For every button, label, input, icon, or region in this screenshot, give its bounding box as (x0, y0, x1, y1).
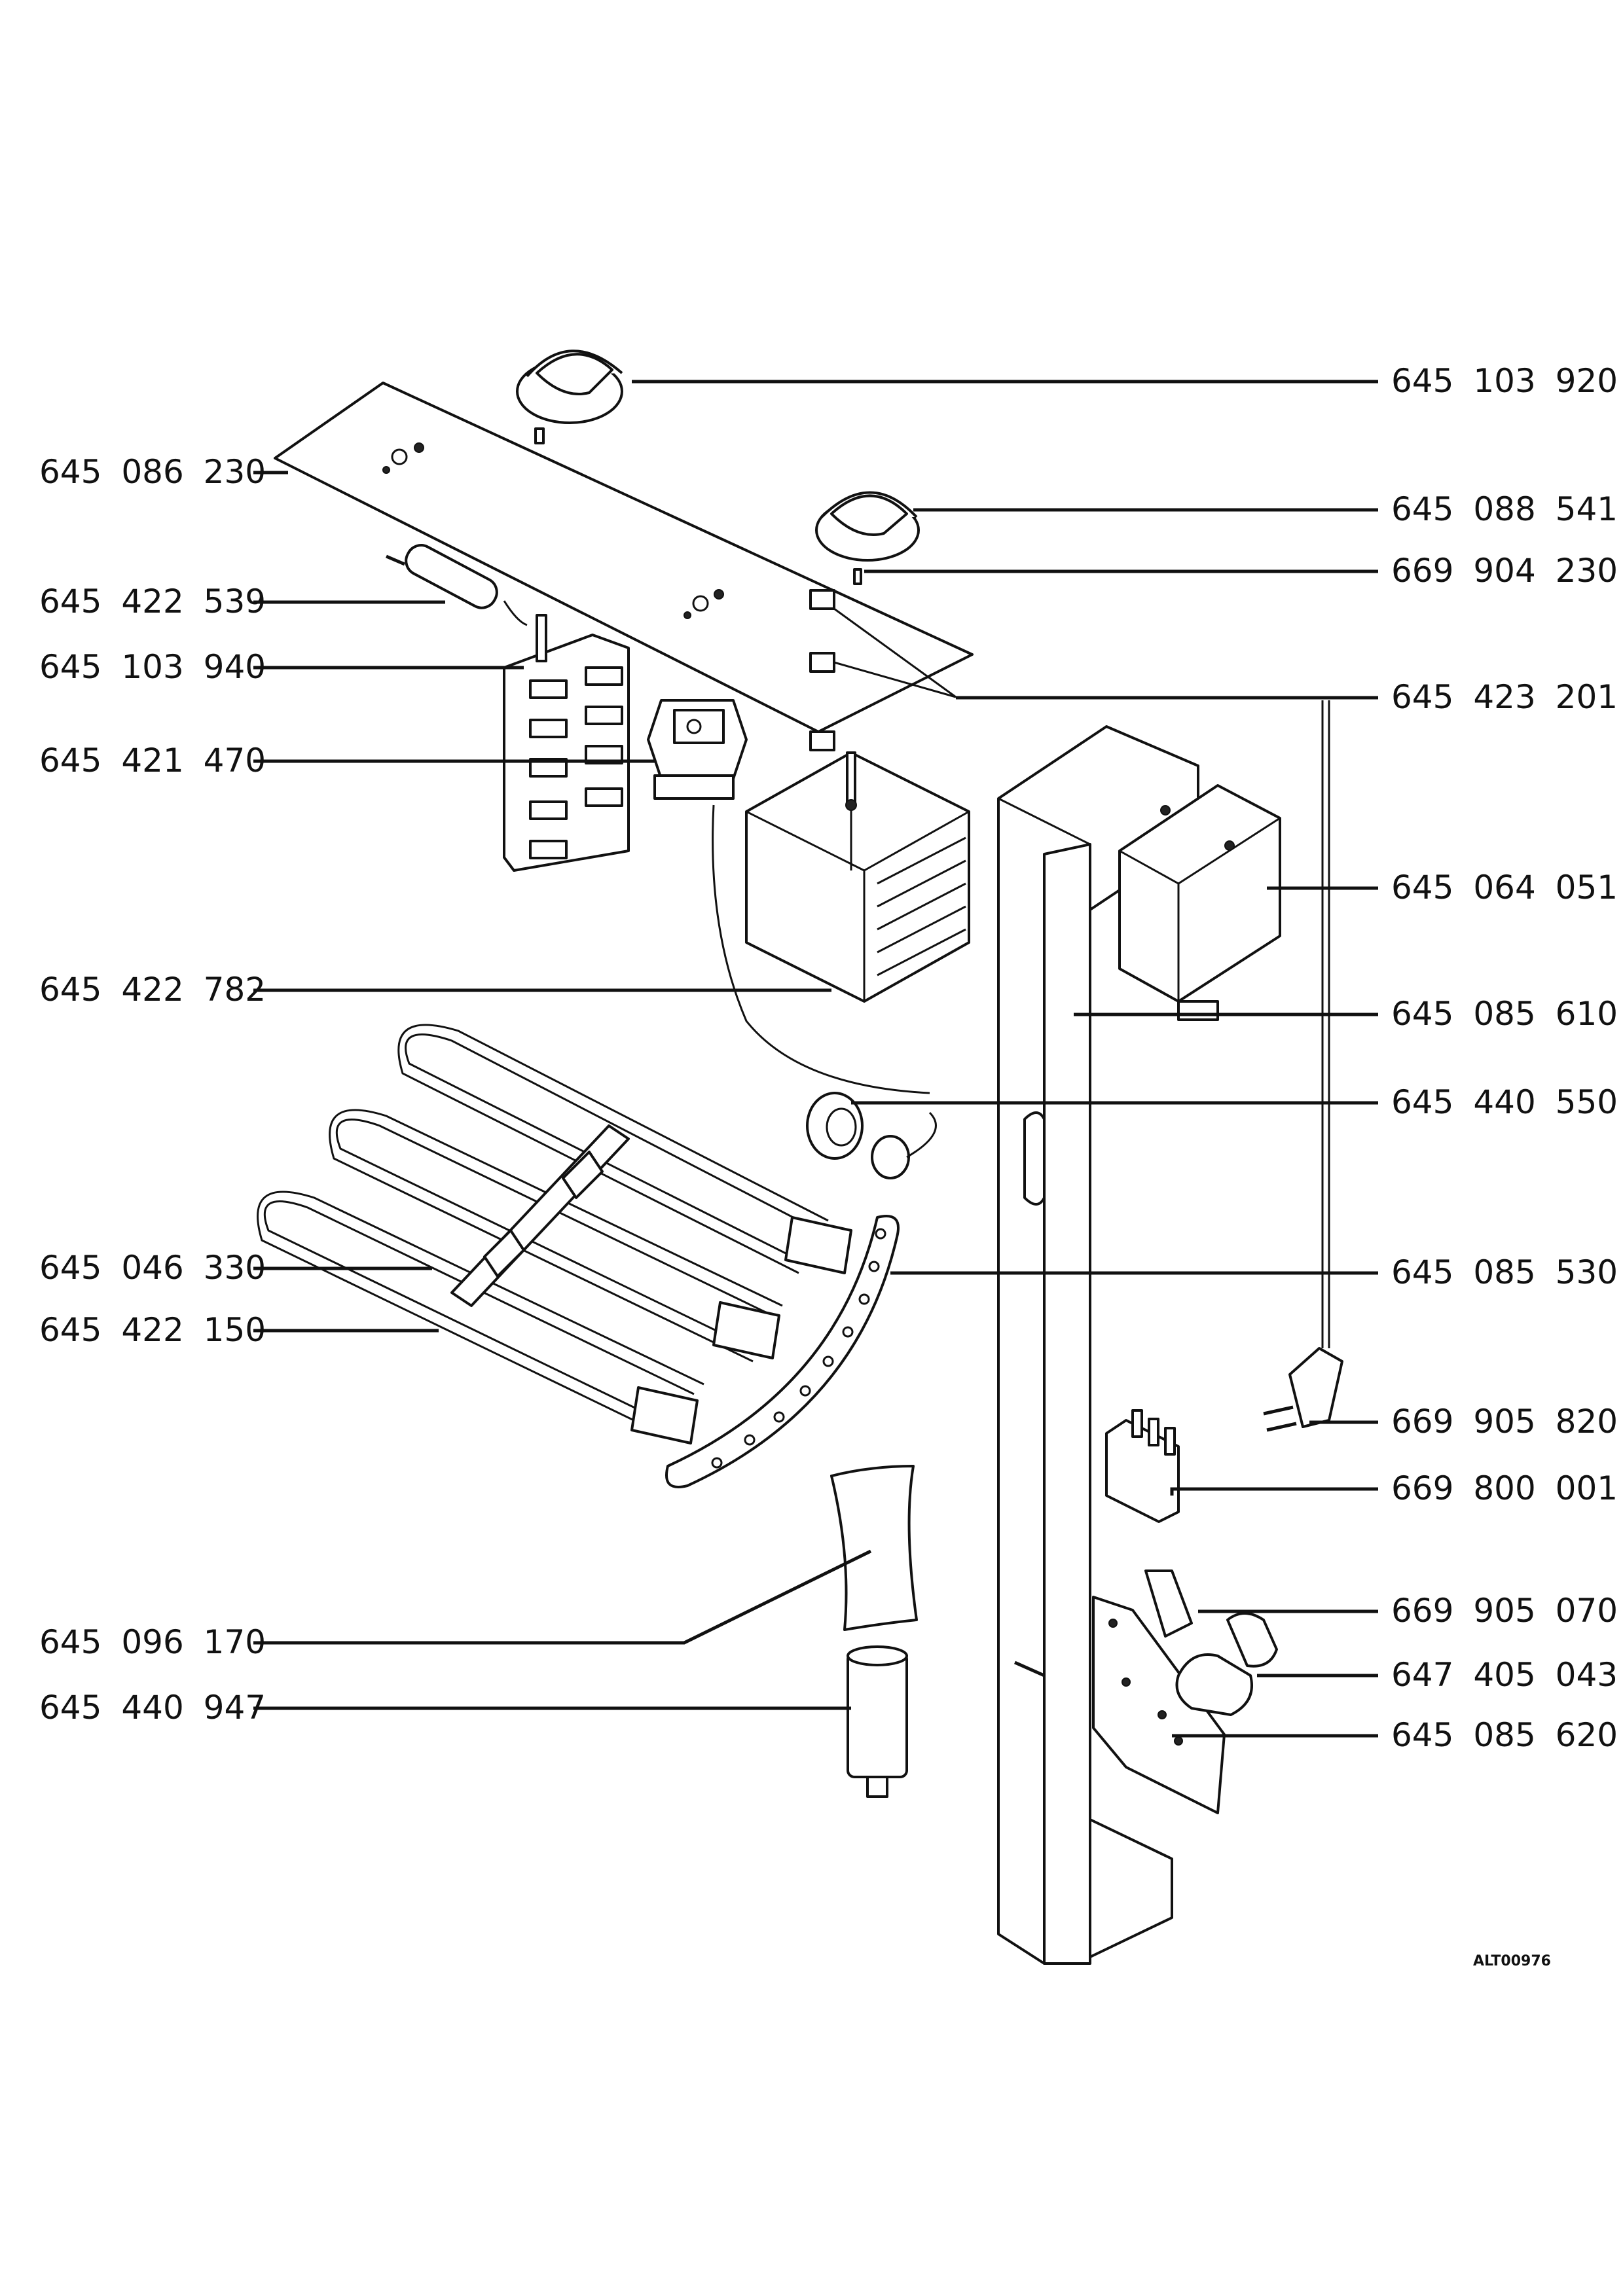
part-label-669-905-070: 669 905 070 (1391, 1592, 1618, 1630)
leader-lines (253, 380, 1378, 1738)
timer-block-part (745, 751, 970, 1003)
knob-large-part (516, 350, 623, 444)
part-label-669-905-820: 669 905 820 (1391, 1403, 1618, 1441)
part-label-645-422-782: 645 422 782 (39, 971, 266, 1009)
heating-element-part (257, 1024, 852, 1444)
part-label-645-096-170: 645 096 170 (39, 1623, 266, 1661)
drawing-code: ALT00976 (1473, 1953, 1551, 1969)
part-label-645-085-610: 645 085 610 (1391, 995, 1618, 1033)
side-frame-part (997, 725, 1199, 1965)
control-panel-part (274, 382, 974, 751)
part-label-645-086-230: 645 086 230 (39, 453, 266, 491)
part-label-645-421-470: 645 421 470 (39, 742, 266, 780)
part-label-645-440-550: 645 440 550 (1391, 1083, 1618, 1121)
knob-small-part (815, 491, 920, 585)
part-label-645-085-530: 645 085 530 (1391, 1253, 1618, 1291)
resistor-part (386, 544, 528, 626)
switch-bracket-part (1092, 1570, 1278, 1814)
part-label-669-800-001: 669 800 001 (1391, 1469, 1618, 1507)
terminal-block-part (1105, 1409, 1180, 1523)
part-label-645-088-541: 645 088 541 (1391, 490, 1618, 528)
part-label-645-440-947: 645 440 947 (39, 1689, 266, 1727)
part-label-645-423-201: 645 423 201 (1391, 678, 1618, 716)
selector-switch-part (503, 614, 630, 872)
curved-plate-part (665, 1215, 900, 1488)
part-label-645-422-150: 645 422 150 (39, 1311, 266, 1349)
element-brace-part (450, 1124, 630, 1307)
grommet-part (806, 1092, 937, 1179)
part-label-645-422-539: 645 422 539 (39, 583, 266, 620)
part-label-645-085-620: 645 085 620 (1391, 1716, 1618, 1754)
part-label-645-064-051: 645 064 051 (1391, 869, 1618, 906)
part-label-645-103-920: 645 103 920 (1391, 362, 1618, 400)
capacitor-part (847, 1645, 908, 1798)
part-label-645-103-940: 645 103 940 (39, 648, 266, 686)
foil-sleeve-part (830, 1465, 918, 1631)
part-label-669-904-230: 669 904 230 (1391, 552, 1618, 590)
transformer-part (1118, 784, 1281, 1021)
thermostat-part (647, 699, 930, 1094)
part-label-647-405-043: 647 405 043 (1391, 1656, 1618, 1694)
power-cable-part (1263, 700, 1343, 1432)
part-label-645-046-330: 645 046 330 (39, 1249, 266, 1287)
